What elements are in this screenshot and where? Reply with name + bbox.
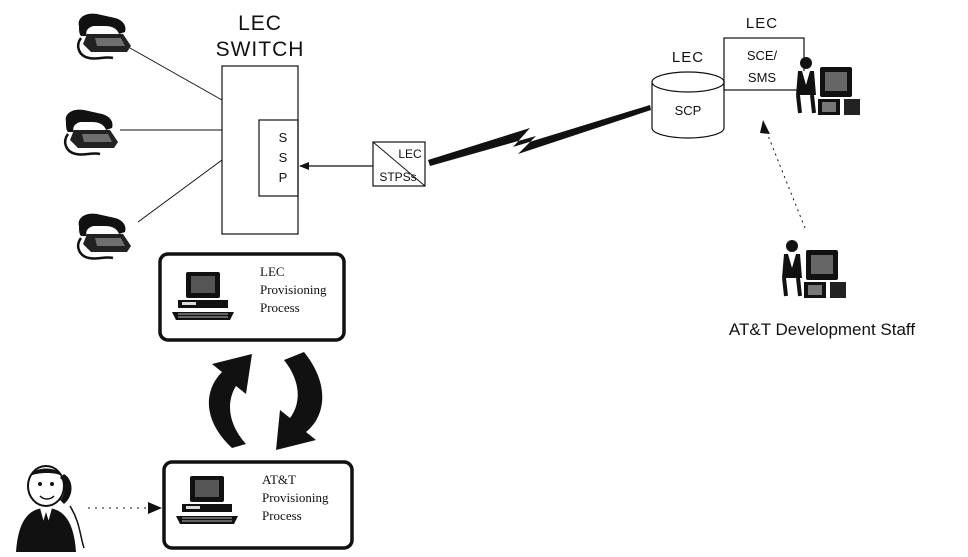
curved-arrow-up [208,354,252,448]
stp-diagonal [372,141,426,187]
scp-database [651,71,725,139]
dev-staff-label: AT&T Development Staff [729,320,915,339]
lec-provisioning-line1: LEC [260,264,285,279]
ssp-letter-2: S [279,150,288,165]
scp-label: SCP [675,103,702,118]
att-provisioning-line3: Process [262,508,302,523]
ssp-letter-1: S [279,130,288,145]
att-provisioning-line1: AT&T [262,472,296,487]
telephone-icon-3 [76,212,133,260]
phone-line-3 [137,159,223,223]
stp-label-top: LEC [398,147,422,161]
telephone-icon-2 [63,108,120,156]
dev-staff-dotted-link [764,127,806,229]
lightning-link [428,105,651,166]
scp-owner-label: LEC [672,49,704,66]
sce-owner-label: LEC [746,15,778,32]
ssp-letter-3: P [279,170,288,185]
lec-provisioning-line3: Process [260,300,300,315]
sce-operator-workstation-icon [794,55,862,117]
curved-arrow-down [276,352,323,450]
dev-staff-workstation-icon [780,238,848,300]
stp-box [372,141,426,187]
sce-label-line2: SMS [748,70,777,85]
ssp-box [258,119,299,197]
att-provisioning-line2: Provisioning [262,490,329,505]
telephone-icon-1 [76,12,133,60]
dev-staff-arrowhead [760,120,770,134]
customer-arrowhead [148,502,162,514]
phone-line-1 [129,47,223,101]
stp-label-bottom: STPSs [379,170,416,184]
switch-title-line2: SWITCH [216,38,305,61]
customer-on-phone-icon [16,465,85,552]
sce-label-line1: SCE/ [747,48,778,63]
switch-title-line1: LEC [238,12,282,35]
lec-provisioning-line2: Provisioning [260,282,327,297]
